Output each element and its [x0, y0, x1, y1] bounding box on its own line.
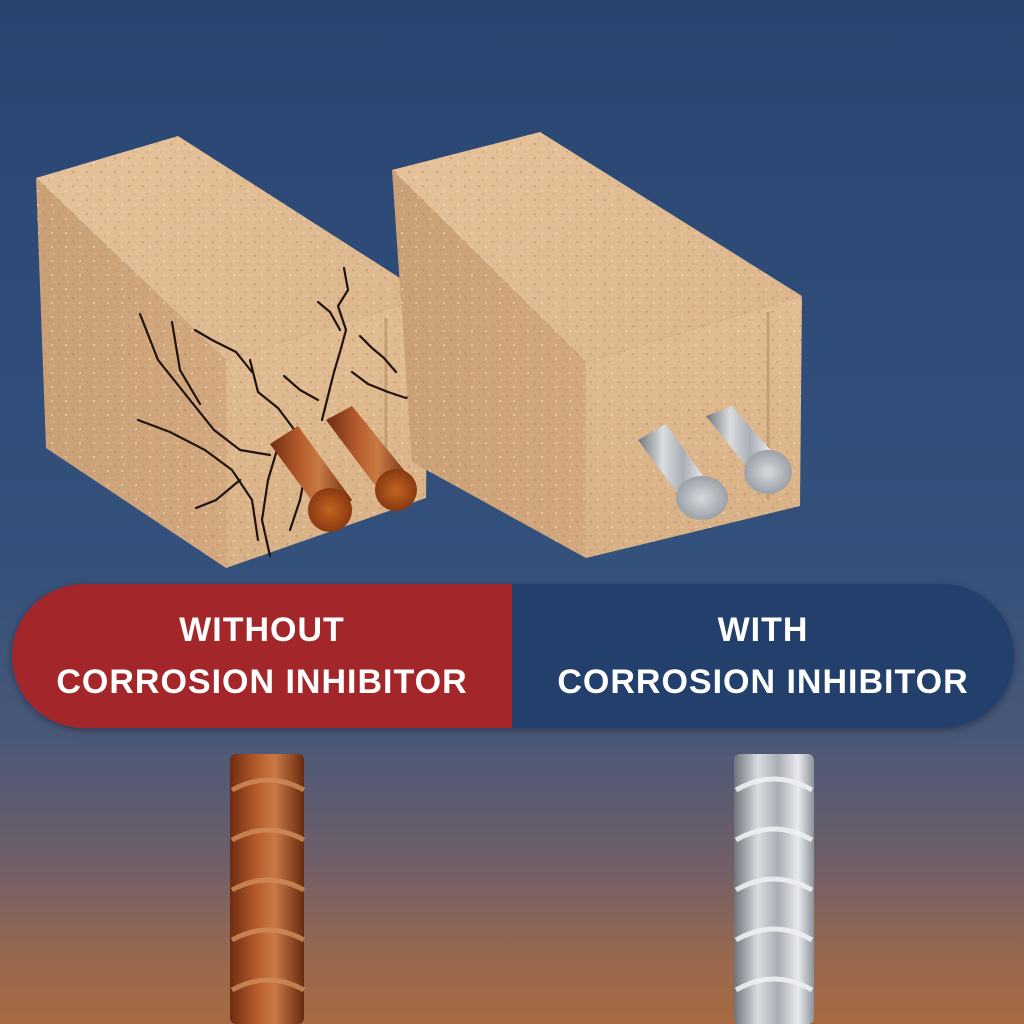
clean-rebar-closeup [734, 754, 814, 1024]
rusted-rebar-closeup [230, 754, 306, 1024]
concrete-block-with-inhibitor [392, 132, 802, 558]
without-inhibitor-label: WITHOUT CORROSION INHIBITOR [12, 584, 512, 728]
without-label-line2: CORROSION INHIBITOR [56, 663, 468, 701]
rusted-rebar-pair [270, 406, 417, 532]
crack-lines [136, 266, 422, 558]
with-label-line1: WITH [717, 611, 809, 649]
without-label-line1: WITHOUT [179, 611, 345, 649]
with-label-line2: CORROSION INHIBITOR [557, 663, 969, 701]
comparison-label-bar: WITHOUT CORROSION INHIBITOR WITH CORROSI… [12, 584, 1014, 728]
concrete-block-without-inhibitor [36, 136, 428, 568]
with-inhibitor-label: WITH CORROSION INHIBITOR [512, 584, 1014, 728]
clean-rebar-pair [638, 406, 792, 520]
